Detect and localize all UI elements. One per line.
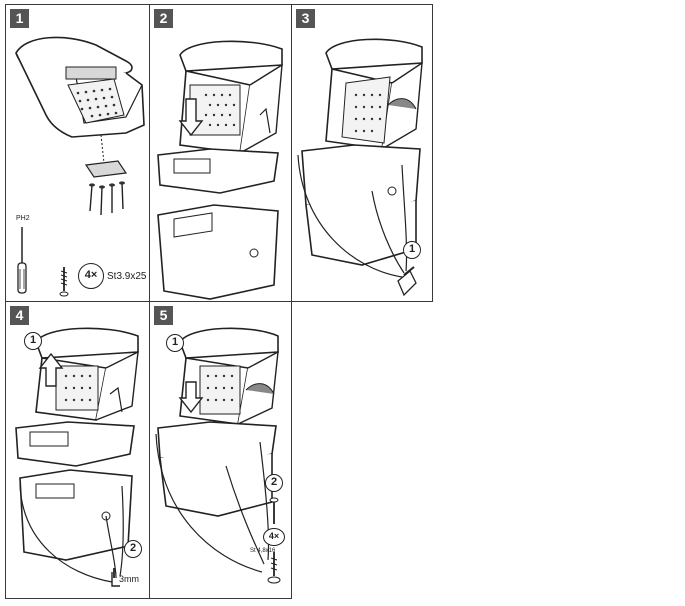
step-3-panel: 3 1 xyxy=(291,4,433,302)
step-4-panel: 4 1 2 3mm xyxy=(5,301,150,599)
callout-1-badge: 1 xyxy=(403,241,421,259)
step-number-badge: 4 xyxy=(10,306,29,325)
step-number-badge: 5 xyxy=(154,306,173,325)
step-number-badge: 2 xyxy=(154,9,173,28)
tool-label: PH2 xyxy=(16,215,30,222)
screw-spec-label: St 4,8x16 xyxy=(250,548,276,554)
pry-tool-icon xyxy=(397,266,417,297)
callout-1-badge: 1 xyxy=(166,334,184,352)
armrest-illustration xyxy=(157,40,283,300)
step-1-panel: 1 xyxy=(5,4,150,302)
drill-size-label: 3mm xyxy=(119,574,139,584)
quantity-badge: 4× xyxy=(263,528,285,546)
callout-1-badge: 1 xyxy=(24,332,42,350)
screw-icon xyxy=(59,267,69,297)
armrest-illustration xyxy=(15,327,139,587)
quantity-badge: 4× xyxy=(78,263,104,289)
callout-2-badge: 2 xyxy=(124,540,142,558)
step-number-badge: 1 xyxy=(10,9,29,28)
step-2-panel: 2 xyxy=(149,4,292,302)
armrest-illustration xyxy=(15,36,145,297)
callout-2-badge: 2 xyxy=(265,474,283,492)
screw-spec-label: St3.9x25 xyxy=(107,271,147,282)
armrest-illustration xyxy=(297,38,423,297)
screwdriver-icon xyxy=(17,227,27,294)
armrest-illustration xyxy=(155,327,281,584)
step-number-badge: 3 xyxy=(296,9,315,28)
screw-icon xyxy=(267,497,281,584)
step-5-panel: 5 1 2 4× St 4,8x16 xyxy=(149,301,292,599)
drill-bit-icon xyxy=(111,568,120,587)
